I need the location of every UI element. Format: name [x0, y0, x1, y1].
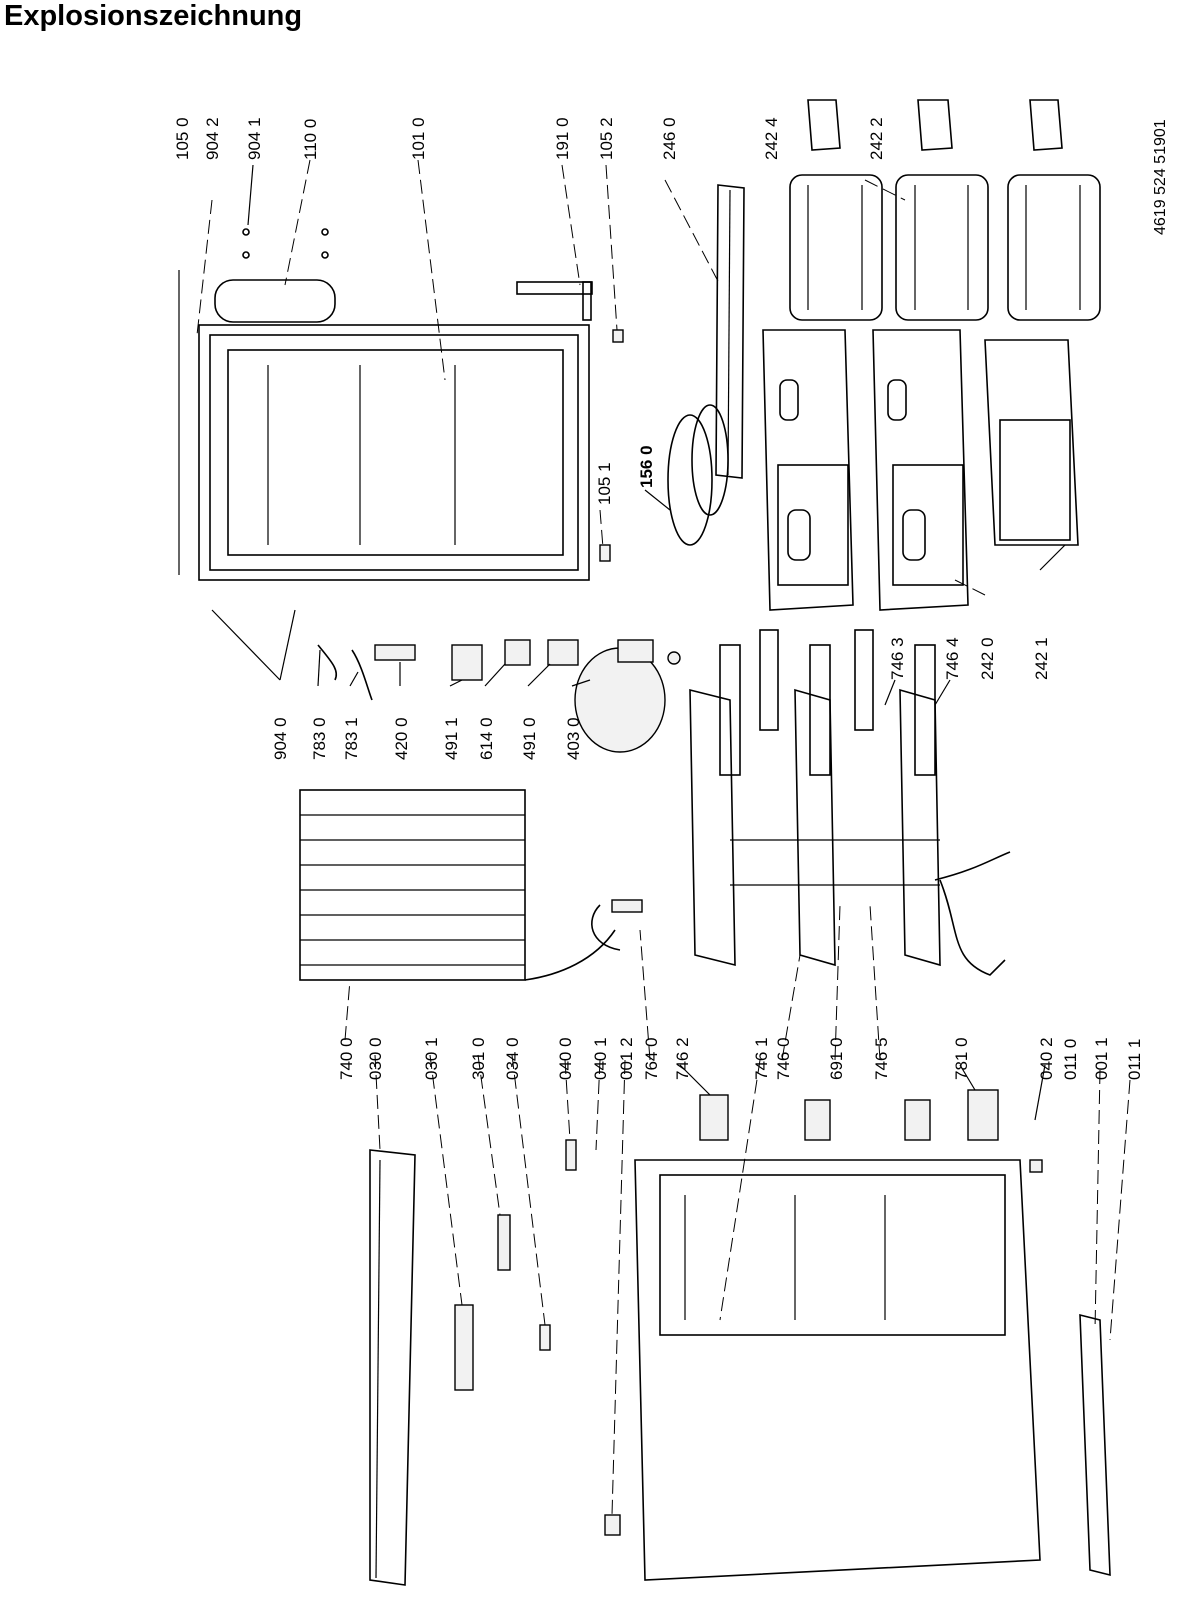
label-110-0: 110 0 [301, 119, 320, 160]
page-title: Explosionszeichnung [4, 0, 303, 32]
label-001-2: 001 2 [617, 1037, 636, 1080]
part-number-labels: 105 0 904 2 904 1 110 0 101 0 191 0 105 … [173, 117, 1169, 1080]
label-105-1: 105 1 [595, 462, 614, 505]
label-746-0: 746 0 [774, 1037, 793, 1080]
label-011-0: 011 0 [1061, 1039, 1080, 1080]
label-403-0: 403 0 [564, 717, 583, 760]
label-904-2: 904 2 [203, 117, 222, 160]
compressor-and-electrics [317, 639, 681, 753]
label-764-0: 764 0 [642, 1037, 661, 1080]
label-783-0: 783 0 [310, 717, 329, 760]
label-691-0: 691 0 [827, 1037, 846, 1080]
label-746-5: 746 5 [872, 1037, 891, 1080]
label-246-0: 246 0 [660, 117, 679, 160]
door-assembly [178, 228, 624, 581]
label-781-0: 781 0 [952, 1037, 971, 1080]
label-105-0: 105 0 [173, 117, 192, 160]
label-191-0: 191 0 [553, 117, 572, 160]
label-746-1: 746 1 [752, 1037, 771, 1080]
label-301-0: 301 0 [469, 1037, 488, 1080]
label-783-1: 783 1 [342, 717, 361, 760]
label-420-0: 420 0 [392, 717, 411, 760]
cabinet [369, 1089, 1111, 1586]
label-105-2: 105 2 [597, 117, 616, 160]
label-746-4: 746 4 [943, 637, 962, 680]
label-242-0: 242 0 [978, 637, 997, 680]
label-491-0: 491 0 [520, 717, 539, 760]
label-242-2: 242 2 [867, 117, 886, 160]
label-614-0: 614 0 [477, 717, 496, 760]
label-034-0: 034 0 [503, 1037, 522, 1080]
label-491-1: 491 1 [442, 717, 461, 760]
drawers [762, 99, 1101, 611]
label-030-0: 030 0 [366, 1037, 385, 1080]
label-242-4: 242 4 [762, 117, 781, 160]
label-040-1: 040 1 [591, 1037, 610, 1080]
label-746-3: 746 3 [888, 637, 907, 680]
label-242-1: 242 1 [1032, 637, 1051, 680]
shelf-assembly [667, 184, 745, 546]
label-904-1: 904 1 [245, 117, 264, 160]
label-030-1: 030 1 [422, 1037, 441, 1080]
wire-shelves [689, 629, 1011, 976]
label-040-2: 040 2 [1037, 1037, 1056, 1080]
label-156-0: 156 0 [637, 445, 656, 488]
label-011-1: 011 1 [1125, 1039, 1144, 1080]
label-746-2: 746 2 [673, 1037, 692, 1080]
label-101-0: 101 0 [409, 117, 428, 160]
document-number: 4619 524 51901 [1152, 119, 1169, 235]
label-904-0: 904 0 [271, 717, 290, 760]
label-740-0: 740 0 [337, 1037, 356, 1080]
leader-lines [196, 159, 1131, 1516]
label-001-1: 001 1 [1092, 1037, 1111, 1080]
label-040-0: 040 0 [556, 1037, 575, 1080]
condenser [299, 789, 643, 981]
